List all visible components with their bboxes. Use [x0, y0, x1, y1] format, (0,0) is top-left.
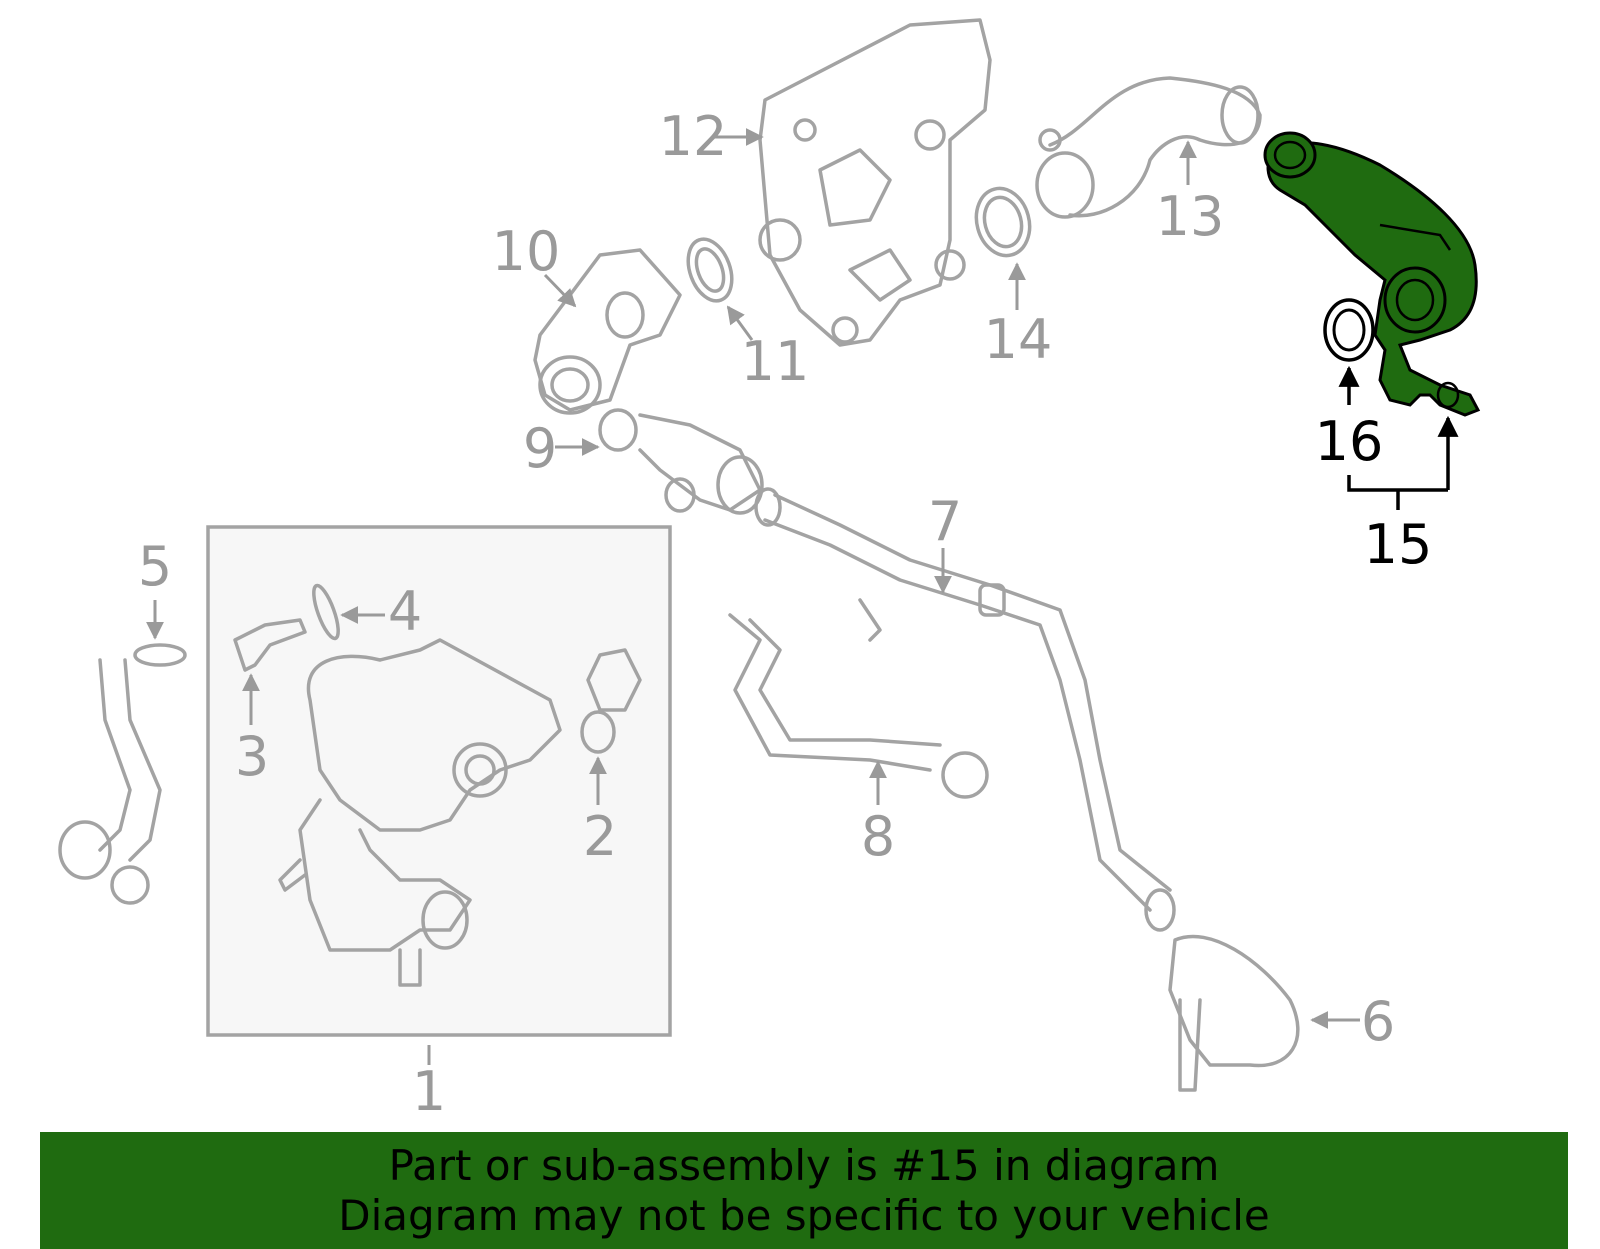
callout-10: 10	[492, 220, 561, 283]
callout-7: 7	[928, 490, 962, 553]
callout-15: 15	[1364, 513, 1433, 576]
part-15-coolant-pipe-highlighted[interactable]	[1263, 131, 1481, 417]
part-2-gasket[interactable]	[580, 648, 642, 754]
part-5-hose[interactable]	[58, 643, 187, 905]
callout-11: 11	[741, 330, 810, 393]
banner-line-part-info: Part or sub-assembly is #15 in diagram	[388, 1140, 1220, 1190]
part-7-coolant-pipe[interactable]	[754, 487, 1176, 932]
part-10-flange[interactable]	[533, 248, 682, 415]
part-12-engine-block-section[interactable]	[758, 18, 992, 347]
callout-8: 8	[861, 805, 895, 868]
callout-14: 14	[984, 308, 1053, 371]
part-1-thermostat-housing-assembly[interactable]	[206, 525, 672, 1037]
callout-2: 2	[583, 805, 617, 868]
callout-9: 9	[523, 417, 557, 480]
leader-lines	[146, 128, 1459, 1065]
callout-13: 13	[1156, 185, 1225, 248]
callout-1: 1	[412, 1060, 446, 1123]
info-banner: Part or sub-assembly is #15 in diagram D…	[40, 1132, 1568, 1249]
part-9-connector[interactable]	[598, 408, 764, 515]
part-3-sensor[interactable]	[233, 618, 307, 672]
callout-labels: 1 2 3 4 5 6 7 8 9 10 11 12 13 14 15 16	[138, 105, 1433, 1123]
callout-4: 4	[388, 580, 422, 643]
part-13-hose[interactable]	[1035, 76, 1262, 219]
part-14-gasket[interactable]	[969, 182, 1037, 261]
callout-16: 16	[1315, 410, 1384, 473]
part-4-o-ring[interactable]	[309, 583, 343, 641]
part-8-hose[interactable]	[728, 613, 989, 799]
callout-3: 3	[235, 725, 269, 788]
part-11-gasket[interactable]	[680, 233, 739, 307]
part-6-elbow-hose[interactable]	[1168, 934, 1300, 1092]
banner-line-disclaimer: Diagram may not be specific to your vehi…	[338, 1190, 1270, 1240]
callout-5: 5	[138, 535, 172, 598]
callout-6: 6	[1361, 990, 1395, 1053]
callout-12: 12	[659, 105, 728, 168]
part-16-gasket[interactable]	[1323, 298, 1375, 362]
